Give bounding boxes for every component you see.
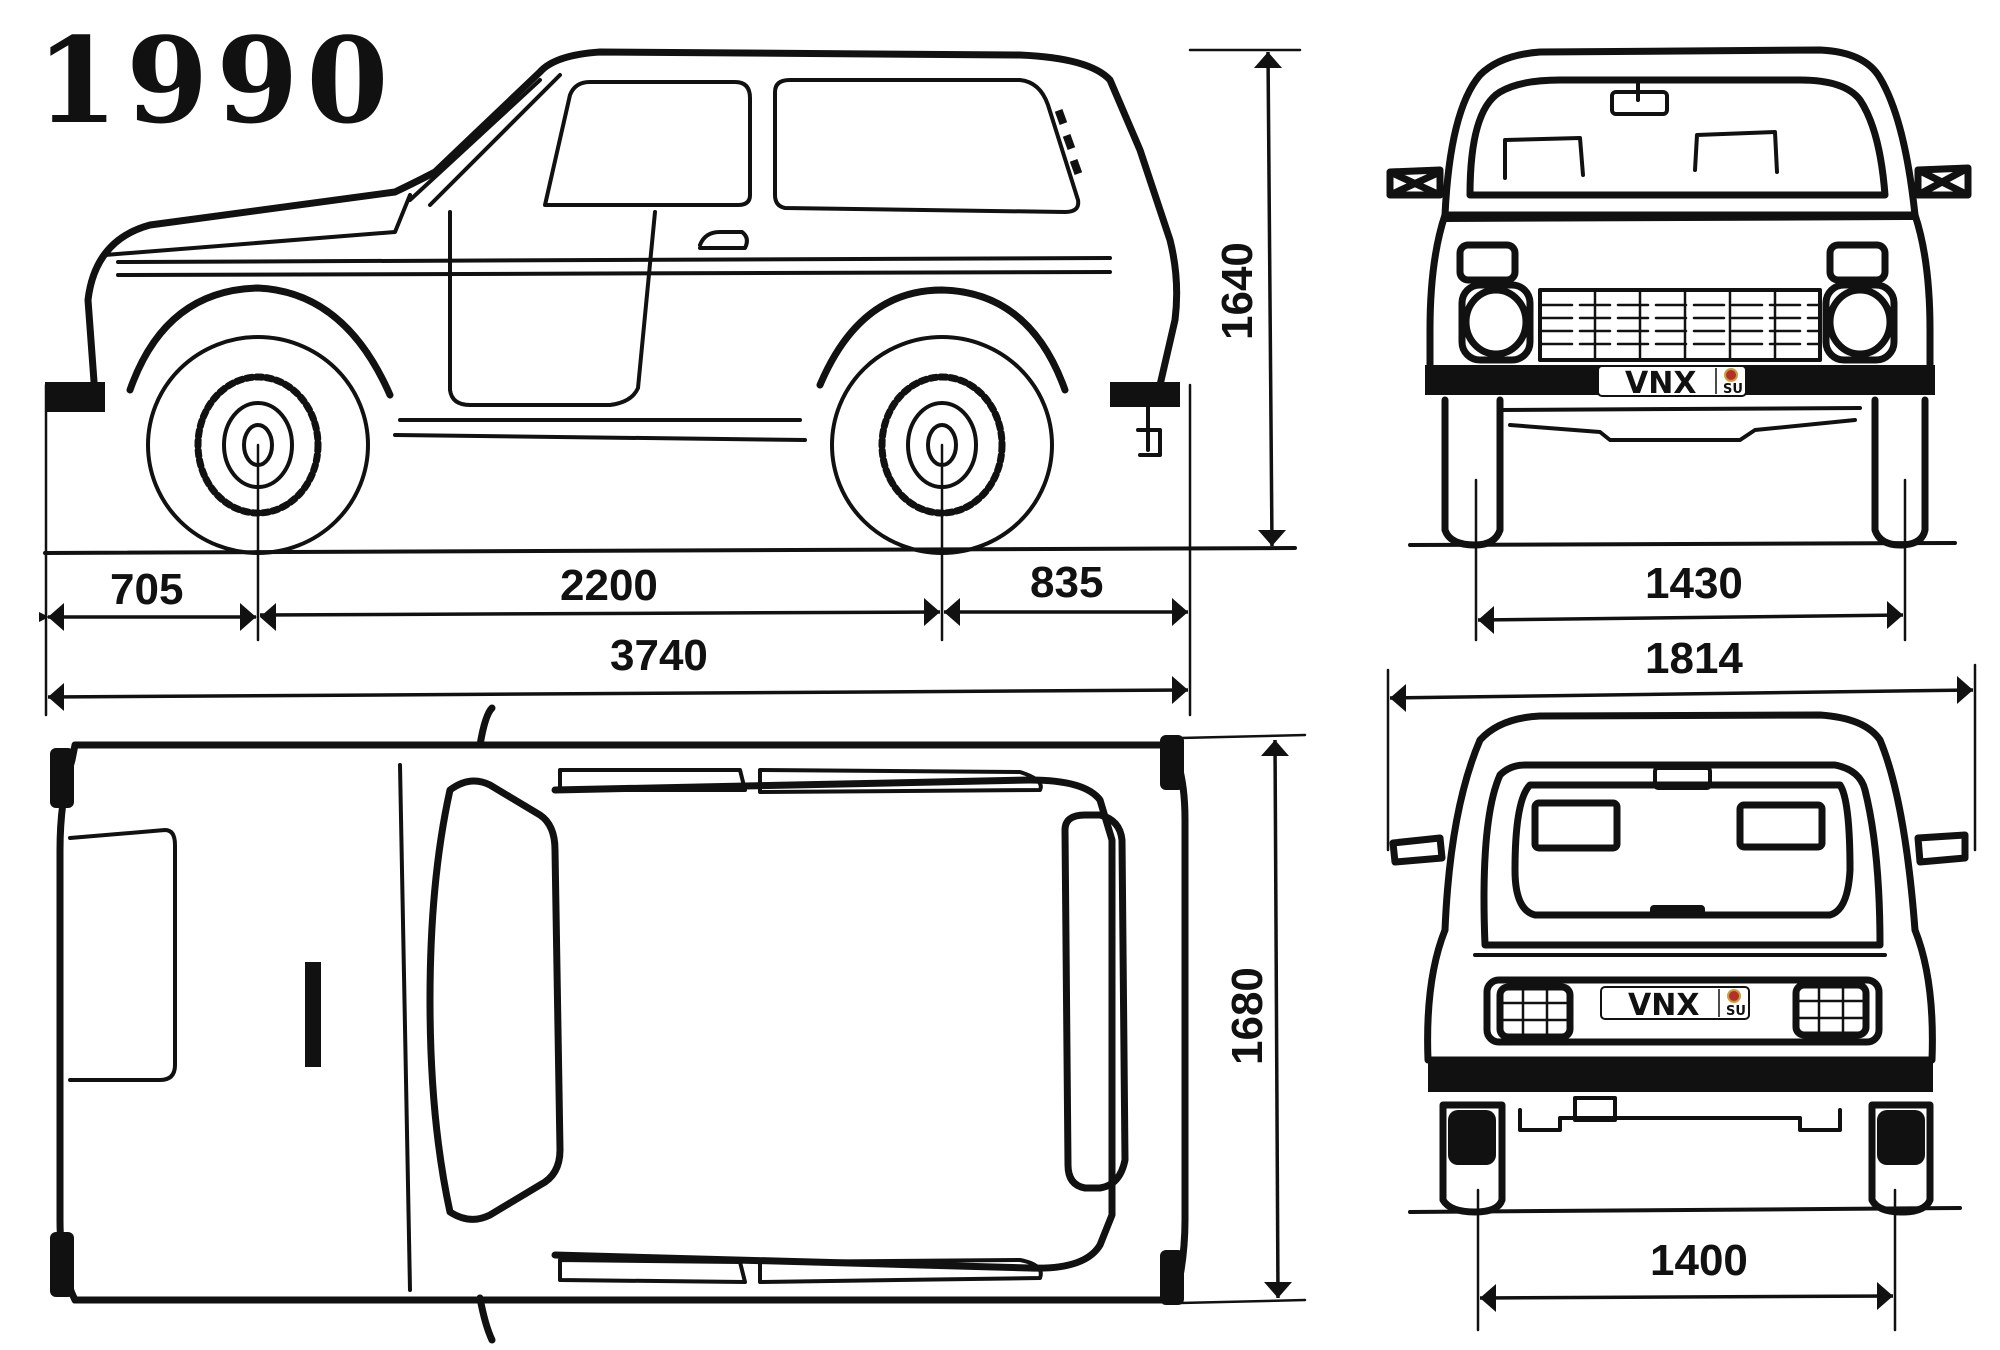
- side-dimensions: 705 2200 835 3740: [39, 558, 1189, 711]
- front-grille: [1538, 288, 1822, 362]
- side-vents: [1054, 109, 1083, 175]
- top-side-window-right: [558, 1258, 1043, 1284]
- top-rear-window: [1061, 811, 1129, 1192]
- front-plate-country: SU: [1723, 382, 1743, 397]
- front-tire-left: [1441, 396, 1504, 549]
- top-roof: [551, 776, 1116, 1272]
- side-door: [448, 210, 657, 407]
- rear-underbody: [1518, 1108, 1842, 1132]
- dim-overall-width: 1814: [1645, 634, 1743, 683]
- rear-plate-emblem: [1727, 989, 1741, 1003]
- dim-rear-track: 1400: [1650, 1236, 1748, 1285]
- rear-license-plate: VNX SU: [1600, 986, 1750, 1023]
- side-rear-wheel: [830, 335, 1054, 642]
- rear-brake-light: [1653, 766, 1712, 790]
- dim-line-overall-length: [47, 688, 1189, 699]
- side-front-window: [543, 80, 752, 207]
- rear-cabin-outline: [1441, 711, 1919, 934]
- overall-width-dimension: 1814: [1386, 634, 1977, 852]
- side-trim-belt: [116, 256, 1112, 277]
- top-view: [50, 704, 1307, 1344]
- front-headlight-right: [1822, 281, 1898, 364]
- rear-headrest-right: [1736, 801, 1826, 851]
- front-license-plate: VNX SU: [1597, 365, 1747, 401]
- front-turn-signal-left: [1456, 241, 1519, 284]
- front-plate-text: VNX: [1625, 366, 1696, 401]
- side-rear-bumper: [1110, 382, 1180, 407]
- rear-window-inner: [1511, 781, 1854, 919]
- rear-mirror-left: [1389, 834, 1446, 866]
- side-rear-wheel-arch: [816, 286, 1069, 394]
- rear-track-dimension: 1400: [1479, 1236, 1894, 1312]
- side-body-outline: [84, 48, 1181, 399]
- dim-wheelbase: 2200: [560, 561, 658, 610]
- dim-front-track: 1430: [1645, 559, 1743, 608]
- dim-body-width: 1680: [1223, 967, 1272, 1065]
- front-turn-signal-right: [1826, 241, 1889, 284]
- rear-bumper: [1428, 1060, 1933, 1092]
- side-rear-window: [773, 78, 1081, 214]
- dim-height: 1640: [1213, 242, 1262, 340]
- rear-wiper: [1650, 905, 1705, 917]
- rear-light-panel: [1483, 976, 1883, 1046]
- rear-tire-left: [1439, 1101, 1506, 1216]
- rear-plate-country: SU: [1726, 1004, 1746, 1019]
- side-sill: [393, 418, 807, 442]
- width-dimension: 1680: [1223, 739, 1292, 1299]
- front-cabin-outline: [1441, 46, 1919, 219]
- front-underbody: [1498, 406, 1862, 442]
- rear-headrest-left: [1531, 799, 1621, 852]
- front-mirror-left: [1386, 166, 1444, 199]
- rear-window: [1480, 761, 1884, 949]
- front-tire-right: [1871, 396, 1929, 549]
- top-mirror-left: [476, 704, 496, 749]
- rear-plate-text: VNX: [1628, 988, 1699, 1023]
- rear-tire-right: [1868, 1101, 1934, 1216]
- year-title: 1990: [36, 11, 396, 150]
- front-mirror-right: [1914, 164, 1972, 199]
- front-headlight-left: [1458, 281, 1534, 364]
- side-door-handle: [698, 230, 749, 250]
- rear-mirror-right: [1914, 831, 1969, 866]
- side-front-bumper: [45, 382, 105, 412]
- dim-overall-length: 3740: [610, 631, 708, 680]
- front-windshield: [1466, 76, 1889, 199]
- top-hood-panel: [68, 828, 177, 1082]
- side-tow-hook: [1136, 403, 1162, 457]
- dim-rear-overhang: 835: [1030, 558, 1103, 607]
- top-mirror-right: [476, 1294, 496, 1344]
- side-view: [43, 48, 1297, 717]
- front-seat-right: [1693, 130, 1779, 174]
- dim-front-overhang: 705: [110, 565, 183, 614]
- top-windshield: [426, 777, 564, 1223]
- dim-line-wheelbase: [259, 610, 941, 617]
- front-track-dimension: 1430: [1477, 559, 1904, 634]
- top-side-window-left: [558, 768, 1043, 794]
- side-a-pillar: [408, 73, 562, 207]
- front-seat-left: [1503, 136, 1585, 180]
- rear-view: VNX SU: [1389, 711, 1969, 1332]
- top-body-outline: [56, 741, 1189, 1304]
- height-dimension: 1640: [1188, 48, 1302, 547]
- side-hood-line: [103, 193, 412, 257]
- front-plate-emblem: [1724, 368, 1738, 382]
- side-front-wheel: [146, 335, 370, 642]
- front-hood-badge: [1595, 212, 1685, 220]
- front-view: VNX SU: [1386, 46, 1972, 642]
- rear-taillight-left: [1496, 983, 1574, 1041]
- side-front-wheel-arch: [126, 284, 394, 399]
- rear-taillight-right: [1792, 981, 1870, 1039]
- top-hood-vent: [305, 962, 321, 1067]
